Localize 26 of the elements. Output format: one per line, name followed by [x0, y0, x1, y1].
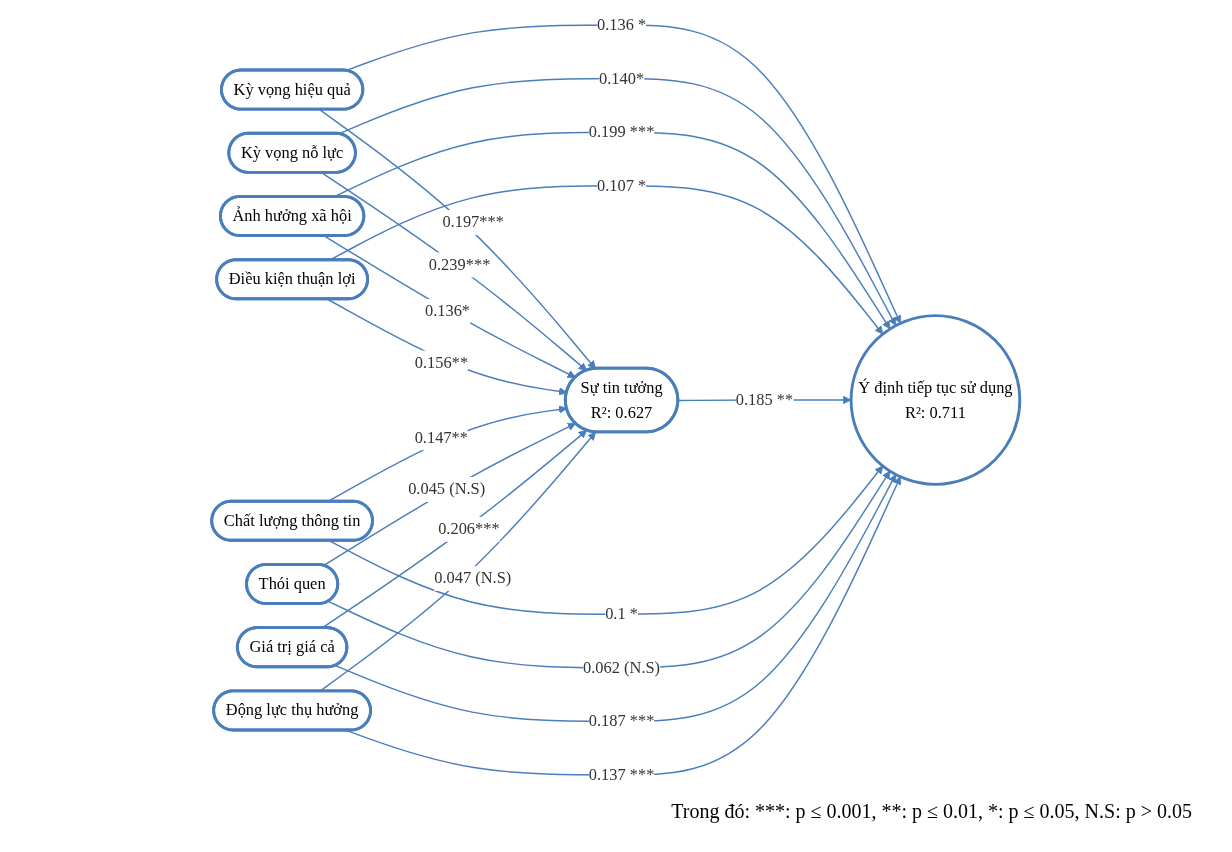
arrow [321, 172, 588, 371]
edge-label: 0.199 *** [589, 122, 655, 142]
edge-label: 0.107 * [597, 176, 647, 195]
node-circle: Ý định tiếp tục sử dụng R²: 0.711 [849, 314, 1022, 486]
arrow [327, 470, 891, 669]
arrow [323, 235, 577, 378]
edge-label: 0.136* [425, 301, 471, 321]
edge-label: 0.045 (N.S) [408, 479, 486, 499]
edge-label: 0.140* [599, 69, 645, 88]
arrow [329, 465, 884, 615]
edge-label: 0.206*** [438, 519, 500, 539]
edge-label: 0.062 (N.S) [583, 658, 661, 677]
arrow [334, 474, 897, 723]
edge-label: 0.239*** [429, 255, 491, 274]
edge-label: 0.187 *** [589, 711, 655, 731]
edge-label: 0.147** [414, 428, 469, 447]
edge-label: 0.156** [415, 353, 469, 372]
edge-label: 0.185 ** [735, 390, 794, 409]
edge-label: 0.197*** [442, 213, 505, 232]
note-text: Trong đó: ***: p ≤ 0.001, **: p ≤ 0.01, *: p ≤ 0.05, N.S: p > 0.05 [670, 800, 1192, 823]
edge-label: 0.047 (N.S) [434, 568, 512, 588]
edge-label: 0.136 * [597, 15, 647, 34]
edge-label: 0.1 * [605, 604, 639, 624]
arrow [323, 423, 577, 567]
edge-label: 0.137 *** [589, 765, 655, 784]
arrow [338, 77, 897, 326]
